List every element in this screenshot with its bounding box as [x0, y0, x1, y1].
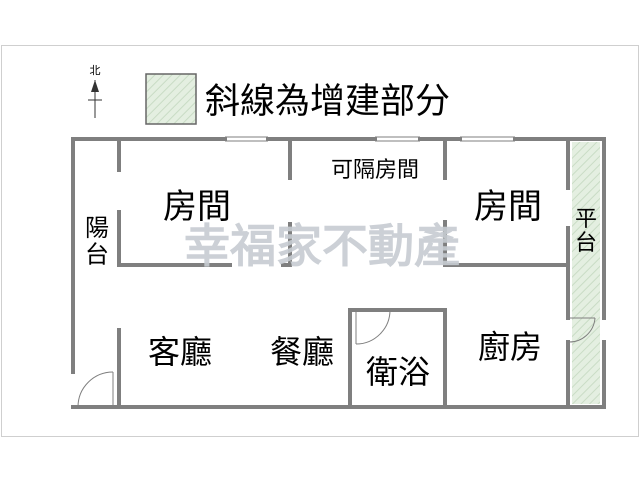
room-label-bathroom: 衛浴: [366, 353, 430, 391]
room-label-balcony: 陽台: [85, 214, 109, 268]
platform-addition-hatch: [572, 142, 600, 404]
room-label-bedroom-left: 房間: [163, 187, 231, 227]
north-arrow-icon: [88, 80, 102, 118]
room-label-bedroom-right: 房間: [474, 187, 542, 227]
room-label-partition-room: 可隔房間: [331, 158, 419, 183]
north-label: 北: [90, 64, 101, 77]
walls: [71, 137, 606, 409]
door-bathroom-icon: [355, 309, 391, 345]
watermark-text: 幸福家不動產: [184, 219, 460, 273]
room-label-kitchen: 廚房: [478, 328, 542, 366]
door-entrance-icon: [77, 371, 114, 408]
legend-text: 斜線為增建部分: [205, 82, 450, 122]
frame-border: [1, 45, 639, 437]
door-kitchen-icon: [567, 317, 596, 343]
room-label-platform: 平台: [575, 207, 597, 256]
legend-hatch-swatch: [145, 73, 197, 125]
room-label-living-room: 客廳: [148, 333, 212, 371]
windows: [225, 136, 515, 142]
room-label-dining-room: 餐廳: [270, 333, 334, 371]
